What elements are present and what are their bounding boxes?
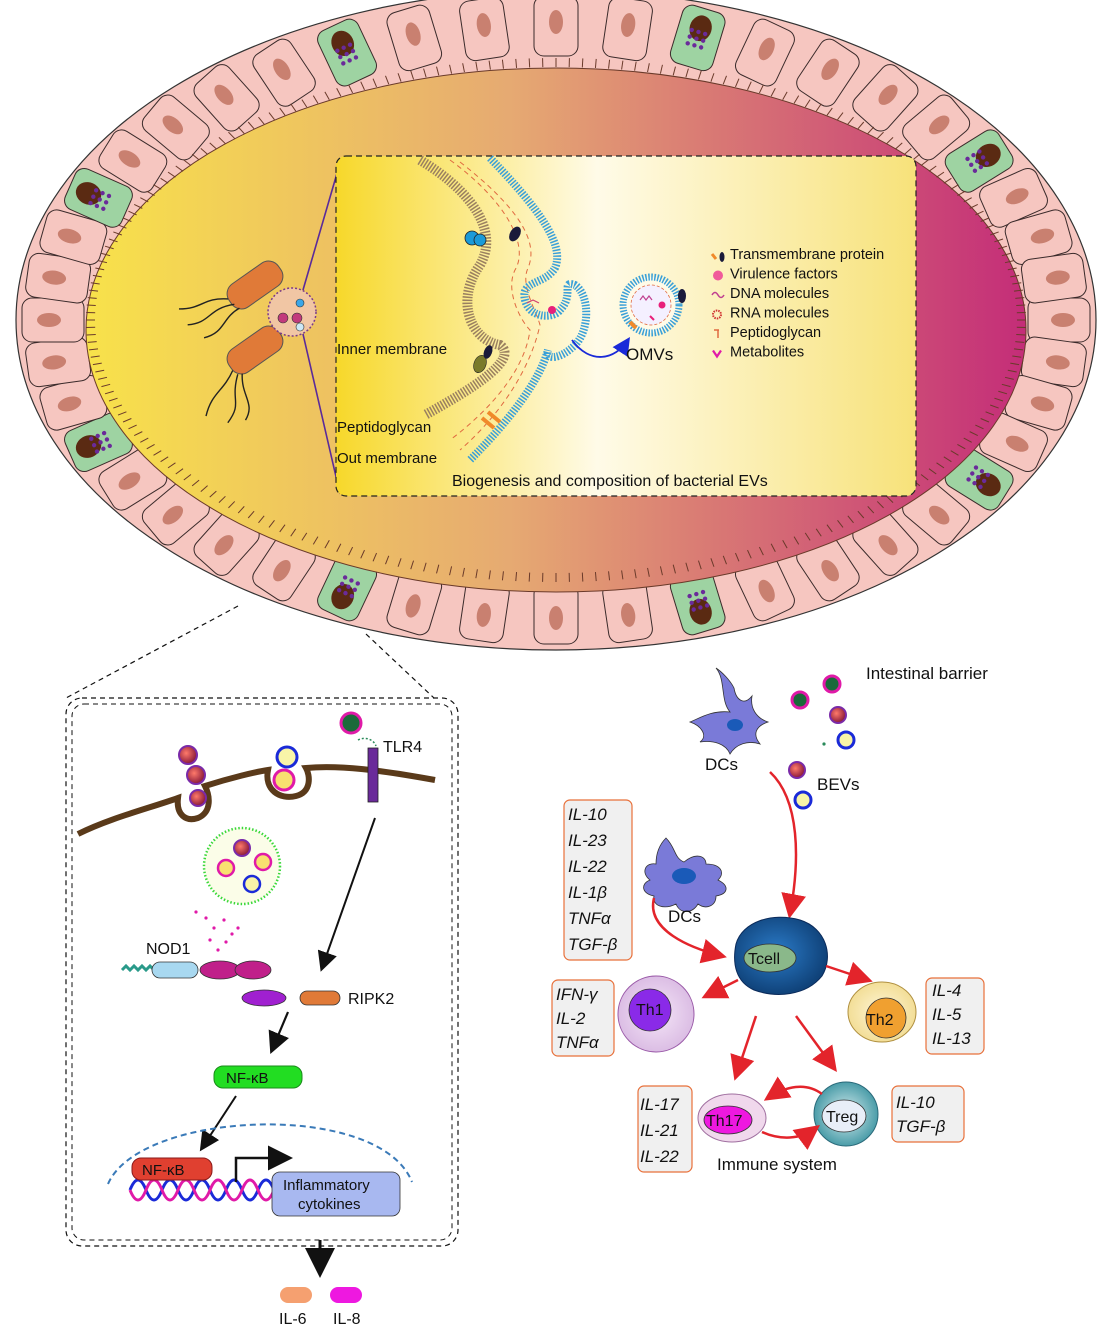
- nod1-label: NOD1: [146, 941, 191, 958]
- signaling-panel: TLR4 NOD1 RIPK2 NF-κB: [66, 606, 458, 1328]
- legend-label: Virulence factors: [730, 267, 838, 283]
- cytokine-label: IL-23: [568, 831, 607, 850]
- legend-label: DNA molecules: [730, 286, 829, 302]
- cytokine-label: IL-2: [556, 1009, 586, 1028]
- inset-box: [336, 156, 916, 496]
- legend-label: Transmembrane protein: [730, 247, 884, 263]
- th2-label: Th2: [866, 1012, 894, 1029]
- dna-helix: [130, 1180, 274, 1200]
- cytokine-label: IL-4: [932, 981, 961, 1000]
- bacterium-zoom-circle: [268, 288, 316, 336]
- cytokine-label: IL-5: [932, 1005, 962, 1024]
- cytokine-label: IL-21: [640, 1121, 679, 1140]
- epithelial-cell: [534, 0, 578, 56]
- out-membrane-label: Out membrane: [337, 450, 437, 467]
- dcs-top-label: DCs: [705, 755, 738, 774]
- il8-pill: [330, 1287, 362, 1303]
- ev-biogenesis-inset: OMVs Inner membrane Peptidoglycan Out me…: [336, 156, 916, 496]
- th17-label: Th17: [706, 1113, 743, 1130]
- legend-item: Peptidoglycan: [714, 325, 821, 341]
- ripk2-label: RIPK2: [348, 991, 394, 1008]
- legend-item: DNA molecules: [712, 286, 829, 302]
- il6-label: IL-6: [279, 1311, 307, 1328]
- host-cell-membrane: [78, 767, 435, 834]
- cytokine-label: TNFα: [556, 1033, 600, 1052]
- ripk2-protein: [242, 990, 340, 1006]
- il8-label: IL-8: [333, 1311, 361, 1328]
- cytokines-label-line1: Inflammatory: [283, 1177, 370, 1194]
- virulence-factor-icon: [713, 271, 723, 281]
- cytokine-label: TGF-β: [896, 1117, 946, 1136]
- cytokine-label: IL-22: [640, 1147, 679, 1166]
- treg-label: Treg: [826, 1109, 858, 1126]
- cytokine-label: IL-13: [932, 1029, 971, 1048]
- immune-system-label: Immune system: [717, 1155, 837, 1174]
- tlr4-label: TLR4: [383, 739, 422, 756]
- cytokine-label: TNFα: [568, 909, 612, 928]
- nfkb-nuclear-label: NF-κB: [142, 1162, 185, 1179]
- omvs-label: OMVs: [626, 345, 673, 364]
- arrow-treg-to-th17: [768, 1087, 822, 1098]
- epithelial-cell: [24, 336, 91, 388]
- peptidoglycan-label: Peptidoglycan: [337, 419, 431, 436]
- legend-item: Virulence factors: [713, 267, 838, 283]
- nod1-protein: [122, 961, 271, 979]
- epithelial-cell: [601, 0, 653, 62]
- cytokine-label: IFN-γ: [556, 985, 599, 1004]
- inset-title: Biogenesis and composition of bacterial …: [452, 473, 768, 490]
- cytokines-label-line2: cytokines: [298, 1196, 361, 1213]
- dendritic-cell-top: [690, 668, 768, 754]
- legend-label: RNA molecules: [730, 306, 829, 322]
- bevs-label: BEVs: [817, 775, 860, 794]
- epithelial-cell: [534, 584, 578, 644]
- tlr4-receptor: [368, 748, 378, 802]
- cytokine-label: IL-10: [568, 805, 607, 824]
- cytokine-label: IL-1β: [568, 883, 607, 902]
- immune-panel: DCs BEVs DCs IL-10IL-23IL-22IL-1βTNFαTGF…: [552, 668, 984, 1174]
- cytokine-label: IL-22: [568, 857, 607, 876]
- dcs-mid-label: DCs: [668, 907, 701, 926]
- intestinal-barrier-label: Intestinal barrier: [866, 664, 988, 683]
- legend-item: Transmembrane protein: [712, 247, 884, 263]
- dendritic-cell-mid: [644, 838, 726, 912]
- th1-label: Th1: [636, 1002, 664, 1019]
- epithelial-cell: [458, 0, 510, 62]
- legend-label: Metabolites: [730, 345, 804, 361]
- cytokine-label: IL-10: [896, 1093, 935, 1112]
- epithelial-cell: [1028, 298, 1090, 342]
- epithelial-cell: [22, 298, 84, 342]
- cytokine-label: IL-17: [640, 1095, 679, 1114]
- arrow-th17-to-treg: [762, 1128, 816, 1138]
- inner-membrane-label: Inner membrane: [337, 341, 447, 358]
- legend-label: Peptidoglycan: [730, 325, 821, 341]
- nfkb-cytoplasmic-label: NF-κB: [226, 1070, 269, 1087]
- il6-pill: [280, 1287, 312, 1303]
- epithelial-cell: [1020, 252, 1087, 304]
- legend-item: RNA molecules: [713, 306, 829, 322]
- tcell-label: Tcell: [748, 951, 780, 968]
- arrow-dc-to-tcell-top: [770, 772, 796, 914]
- cytokine-label: TGF-β: [568, 935, 618, 954]
